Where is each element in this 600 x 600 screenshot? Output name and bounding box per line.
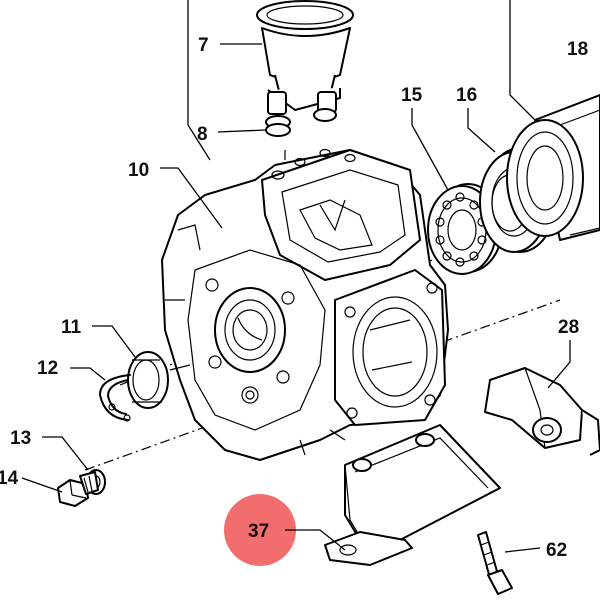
centerline-lower [84, 299, 561, 471]
callout-37: 37 [248, 521, 269, 542]
oil-sight-glass-part-7 [256, 0, 354, 115]
bolt-part-62 [477, 531, 513, 595]
leader-8 [217, 129, 266, 133]
leader-18-top [509, 0, 536, 121]
callout-13: 13 [10, 428, 31, 449]
ball-bearing-part-15 [427, 183, 503, 275]
base-bracket-part-37 [324, 424, 501, 566]
leader-15 [411, 108, 449, 191]
callout-16: 16 [456, 85, 477, 106]
callout-11: 11 [61, 317, 82, 338]
leader-28 [547, 340, 571, 389]
callout-12: 12 [37, 358, 58, 379]
callout-10: 10 [128, 160, 149, 181]
callout-18: 18 [567, 39, 588, 60]
leader-14 [21, 477, 63, 493]
callout-15: 15 [401, 85, 423, 106]
highlight-marker-37 [224, 494, 296, 566]
callout-14: 14 [0, 468, 19, 489]
leader-13 [42, 436, 89, 471]
pump-housing-part-10 [161, 148, 449, 461]
circlip-part-12 [99, 374, 131, 422]
leader-12 [70, 367, 106, 381]
leader-37 [285, 529, 346, 551]
bracket-part-28 [484, 367, 600, 456]
callout-7: 7 [198, 35, 209, 56]
drain-plug-part-14 [57, 471, 99, 507]
o-ring-part-8 [265, 108, 337, 137]
callout-8: 8 [197, 124, 208, 145]
leader-11 [92, 325, 136, 358]
lip-seal-part-11 [127, 351, 169, 409]
leader-10 [160, 167, 223, 229]
leader-10-top [187, 0, 211, 161]
callout-28: 28 [558, 317, 579, 338]
leader-62 [504, 547, 541, 553]
callout-62: 62 [546, 540, 567, 561]
cover-part-18 [506, 94, 600, 241]
leader-16 [467, 108, 496, 153]
